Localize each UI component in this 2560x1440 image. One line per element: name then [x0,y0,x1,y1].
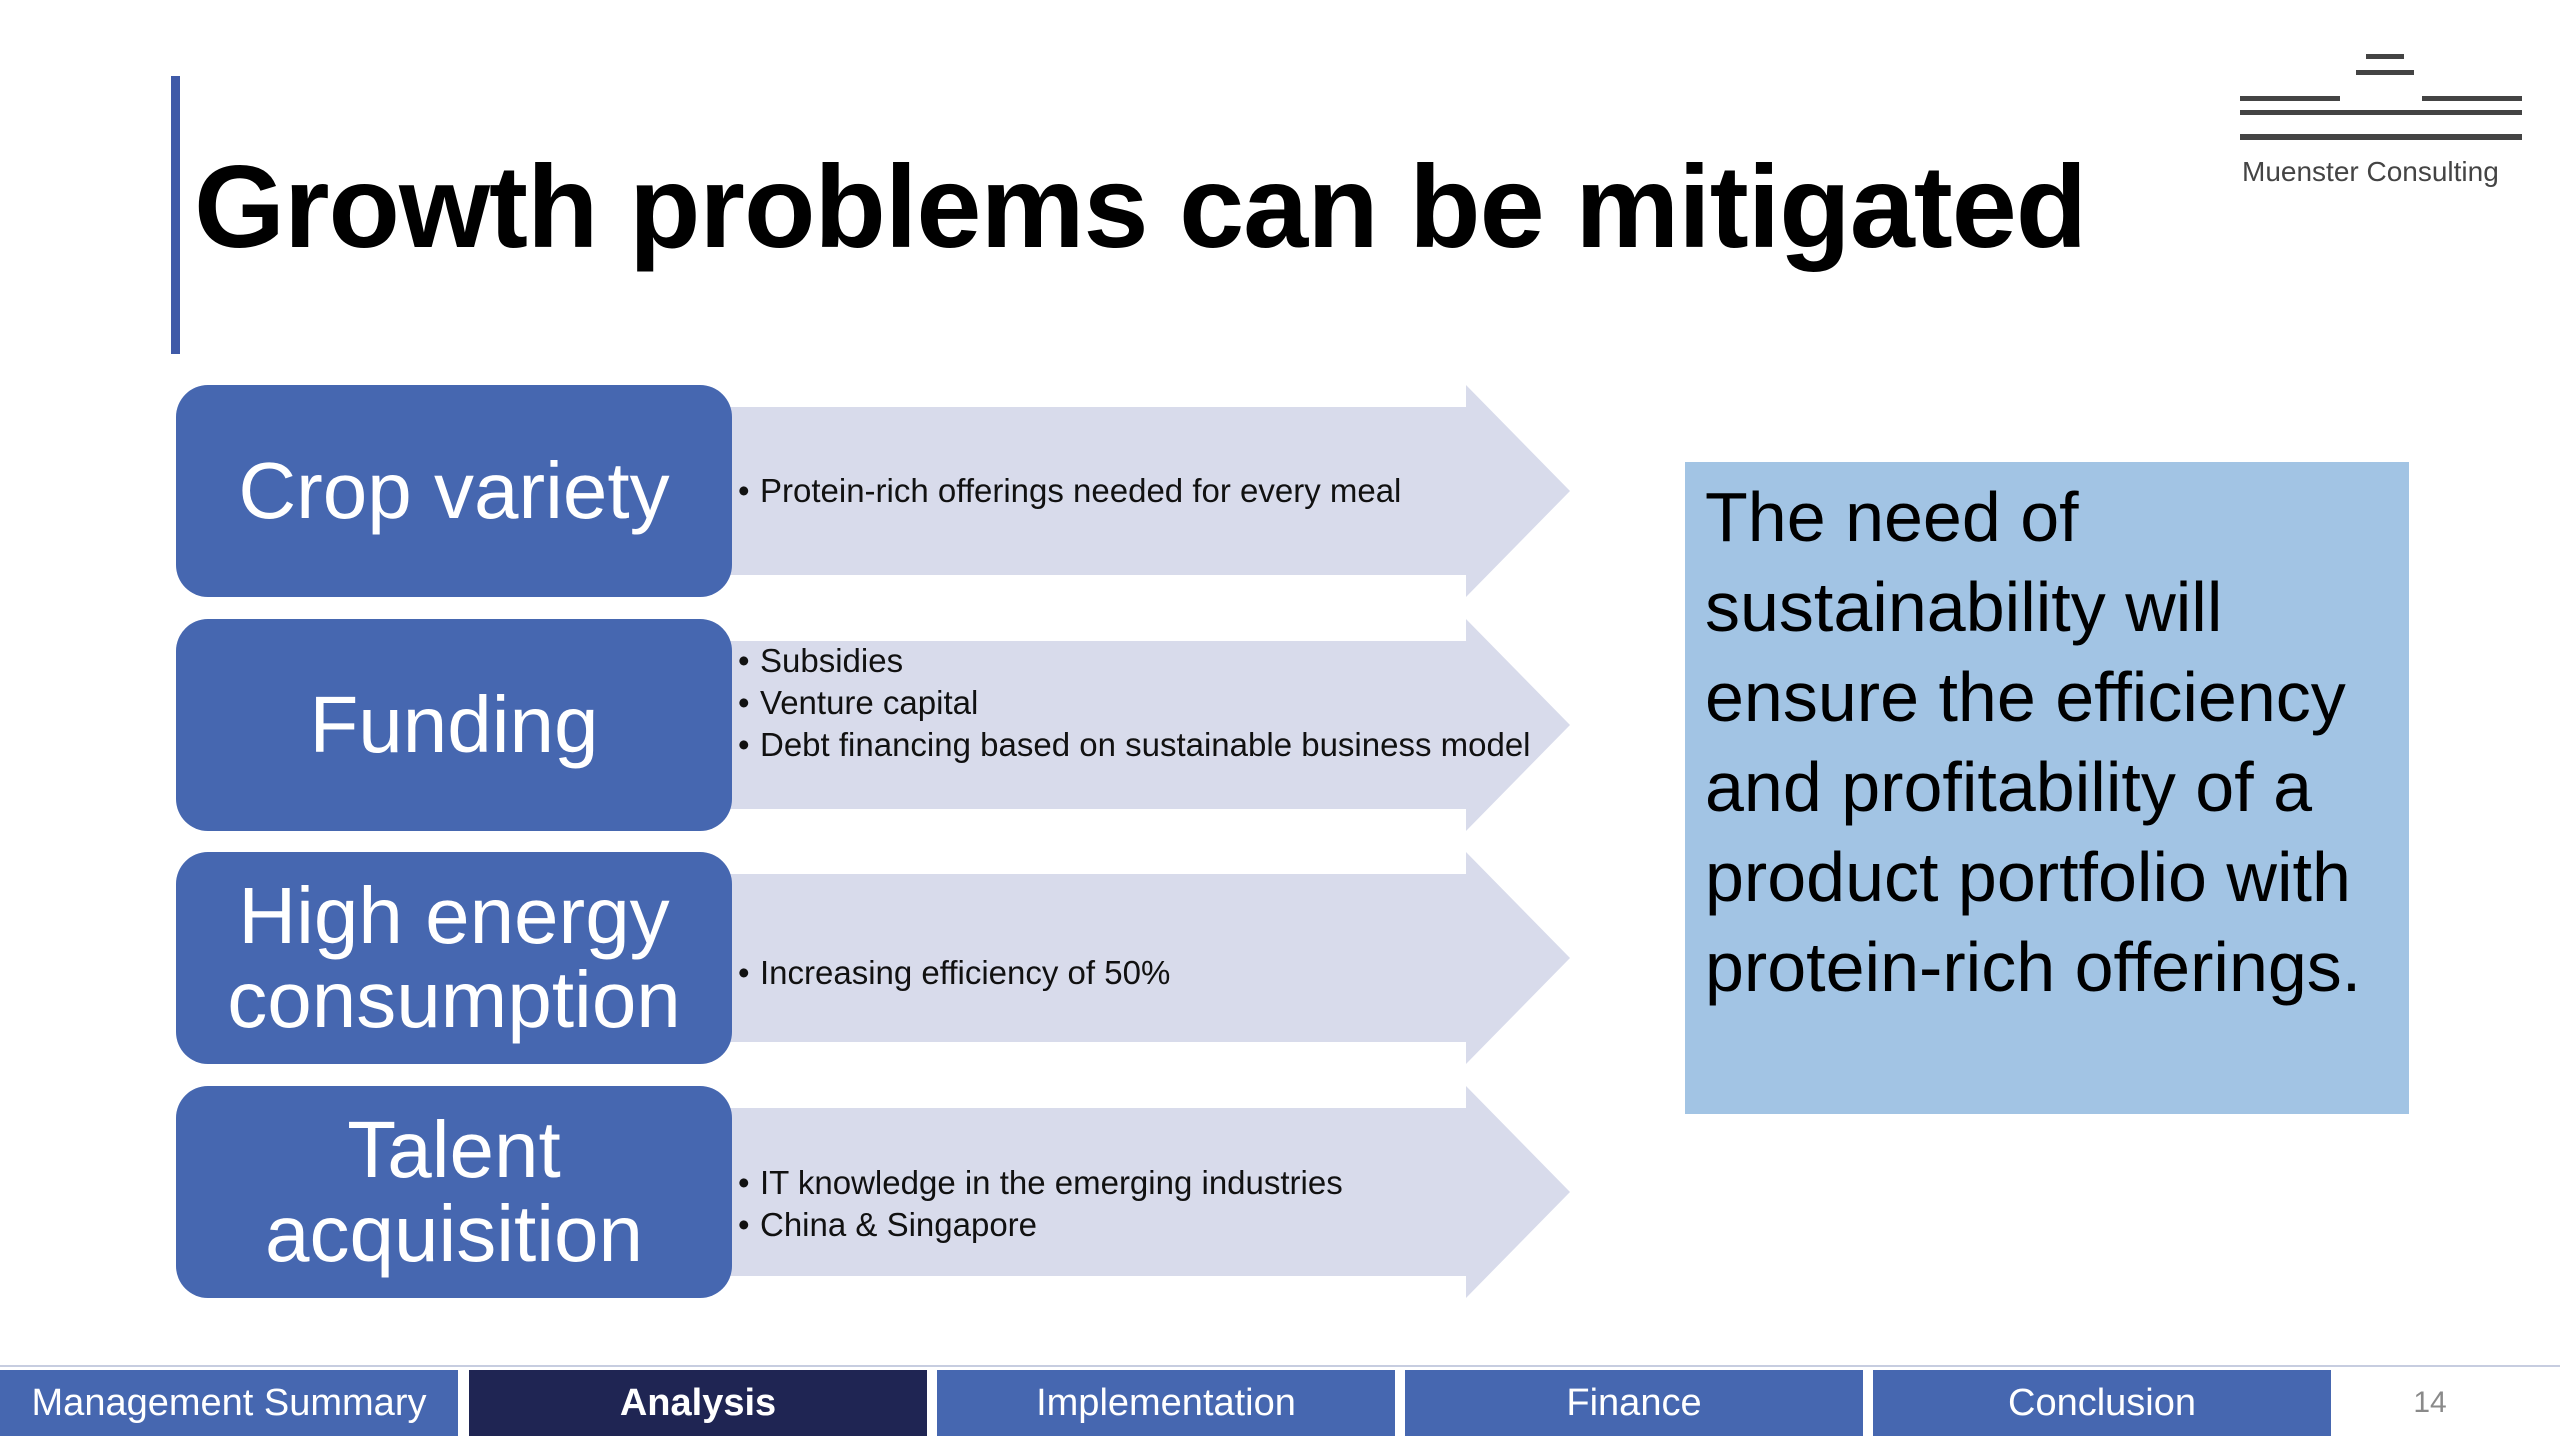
bullet-item: Venture capital [734,682,1654,724]
title-accent-bar [171,76,180,354]
bullet-item: Subsidies [734,640,1654,682]
issue-bullet-list: Increasing efficiency of 50% [734,952,1654,994]
nav-tab-analysis[interactable]: Analysis [469,1370,927,1436]
logo-brand-name: Muenster Consulting [2242,156,2499,187]
bullet-item: Debt financing based on sustainable busi… [734,724,1654,766]
nav-tab-management-summary[interactable]: Management Summary [0,1370,458,1436]
issue-heading-line: consumption [227,955,681,1044]
bullet-item: China & Singapore [734,1204,1654,1246]
issue-heading-box: Crop variety [176,385,732,597]
issue-row: TalentacquisitionIT knowledge in the eme… [176,1086,1576,1298]
nav-tab-implementation[interactable]: Implementation [937,1370,1395,1436]
issue-heading-line: acquisition [264,1189,643,1278]
nav-tab-conclusion[interactable]: Conclusion [1873,1370,2331,1436]
issue-row: Crop varietyProtein-rich offerings neede… [176,385,1576,597]
issue-bullet-list: SubsidiesVenture capitalDebt financing b… [734,640,1654,766]
bullet-item: Increasing efficiency of 50% [734,952,1654,994]
company-logo: Muenster Consulting [2238,48,2523,208]
issue-heading-line: High energy [238,871,670,960]
bullet-item: Protein-rich offerings needed for every … [734,470,1654,512]
page-number: 14 [2413,1386,2447,1419]
muenster-logo-icon [2240,54,2522,140]
nav-tab-finance[interactable]: Finance [1405,1370,1863,1436]
issue-heading-line: Crop variety [238,446,670,535]
bullet-item: IT knowledge in the emerging industries [734,1162,1654,1204]
issue-heading-line: Funding [309,680,599,769]
conclusion-box: The need of sustainability will ensure t… [1685,462,2409,1114]
footer-divider [0,1365,2560,1367]
slide-title: Growth problems can be mitigated [194,141,2087,272]
issue-row: FundingSubsidiesVenture capitalDebt fina… [176,619,1576,831]
issue-bullet-list: IT knowledge in the emerging industriesC… [734,1162,1654,1246]
issue-heading-line: Talent [347,1105,561,1194]
issue-heading-box: Funding [176,619,732,831]
conclusion-text: The need of sustainability will ensure t… [1705,478,2362,1006]
issue-row: High energyconsumptionIncreasing efficie… [176,852,1576,1064]
issue-bullet-list: Protein-rich offerings needed for every … [734,470,1654,512]
